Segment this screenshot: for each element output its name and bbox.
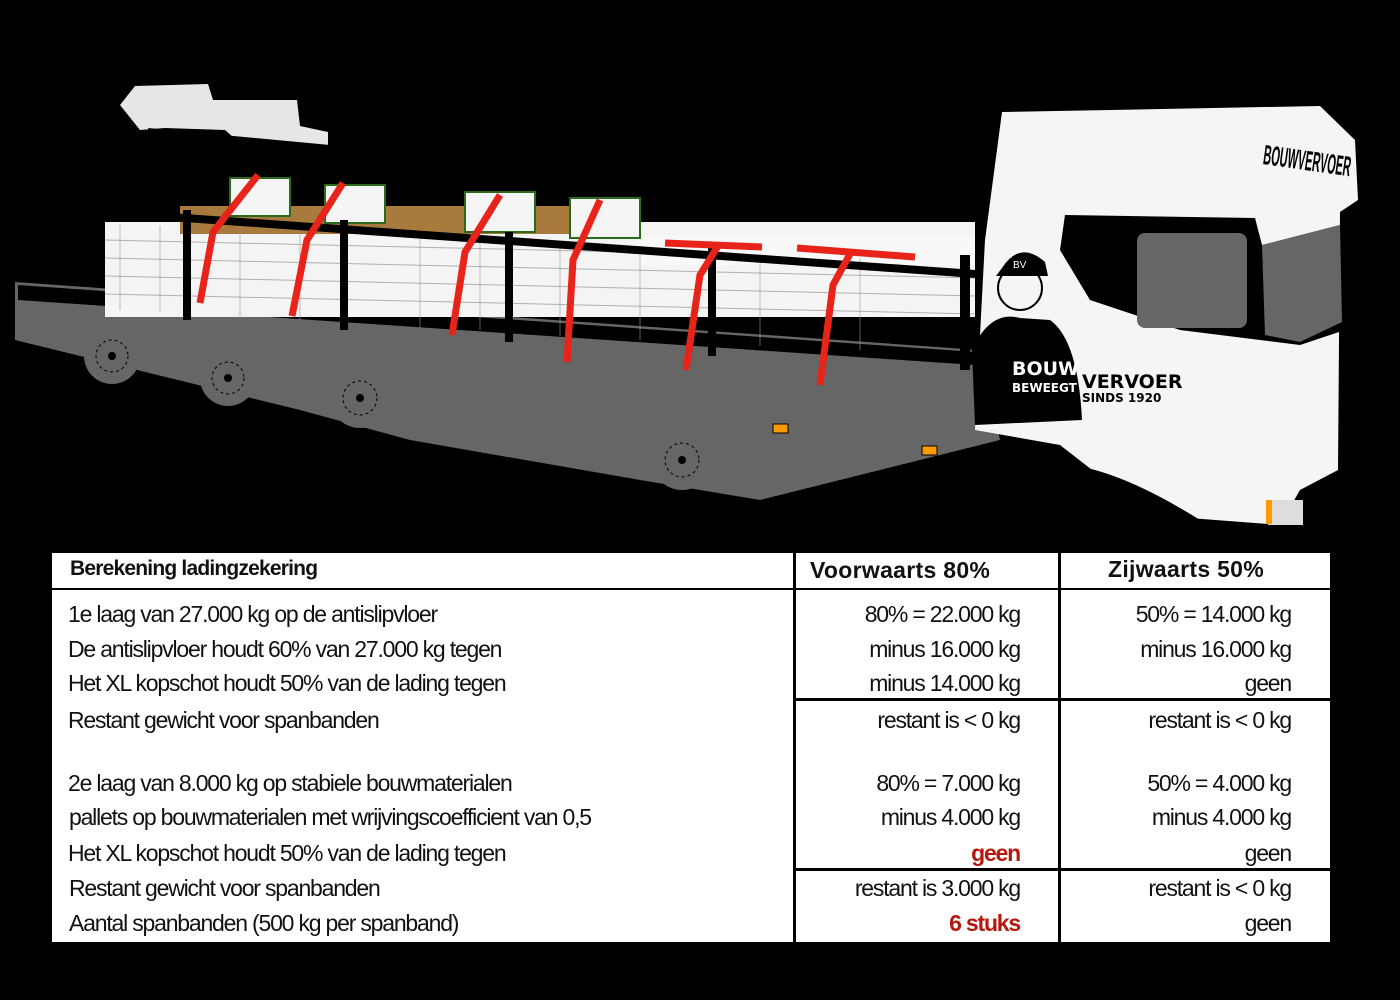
crane-icon — [120, 84, 360, 236]
sideways-value: 50% = 4.000 kg — [1147, 770, 1292, 796]
forward-value-highlight: geen — [971, 840, 1021, 866]
sideways-value: restant is < 0 kg — [1148, 707, 1292, 733]
row-label: Restant gewicht voor spanbanden — [69, 875, 381, 901]
sideways-value: 50% = 14.000 kg — [1135, 601, 1292, 627]
sideways-value: minus 4.000 kg — [1151, 804, 1292, 830]
sideways-value: geen — [1244, 670, 1293, 696]
row-label: pallets op bouwmaterialen met wrijvingsc… — [69, 804, 592, 830]
forward-value: 80% = 7.000 kg — [876, 770, 1021, 796]
strap-icons — [196, 172, 916, 386]
marker-light — [921, 445, 938, 456]
row-label: Het XL kopschot houdt 50% van de lading … — [68, 840, 507, 866]
marker-light — [772, 423, 789, 434]
row-label: De antislipvloer houdt 60% van 27.000 kg… — [68, 636, 502, 662]
calculation-table: Berekening ladingzekering Voorwaarts 80%… — [50, 551, 1332, 942]
chassis — [15, 282, 1000, 500]
forward-value: minus 14.000 kg — [869, 670, 1021, 696]
forward-value: 80% = 22.000 kg — [864, 601, 1021, 627]
row-label: 1e laag van 27.000 kg op de antislipvloe… — [68, 601, 438, 627]
strap-count-highlight: 6 stuks — [949, 910, 1021, 936]
col-header-sideways: Zijwaarts 50% — [1108, 556, 1265, 582]
forward-value: minus 16.000 kg — [869, 636, 1021, 662]
forward-value: restant is 3.000 kg — [854, 875, 1021, 901]
row-label: 2e laag van 8.000 kg op stabiele bouwmat… — [68, 770, 513, 796]
table-title: Berekening ladingzekering — [70, 557, 318, 580]
truck-illustration: BOUWVERVOER BV BOUW VERVOER BEWEEGT SIND… — [15, 84, 1358, 560]
row-label: Restant gewicht voor spanbanden — [68, 707, 380, 733]
svg-text:VERVOER: VERVOER — [1082, 371, 1183, 393]
row-label: Het XL kopschot houdt 50% van de lading … — [68, 670, 507, 696]
col-header-forward: Voorwaarts 80% — [810, 557, 991, 583]
svg-text:BV: BV — [1013, 260, 1027, 271]
truck-cab: BOUWVERVOER BV BOUW VERVOER BEWEEGT SIND… — [972, 106, 1358, 560]
svg-text:SINDS 1920: SINDS 1920 — [1082, 391, 1161, 405]
sideways-value: geen — [1244, 910, 1293, 936]
forward-value: restant is < 0 kg — [877, 707, 1021, 733]
row-label: Aantal spanbanden (500 kg per spanband) — [69, 910, 459, 936]
forward-value: minus 4.000 kg — [880, 804, 1021, 830]
sideways-value: restant is < 0 kg — [1148, 875, 1292, 901]
svg-text:BEWEEGT: BEWEEGT — [1012, 381, 1078, 395]
svg-text:BOUW: BOUW — [1012, 358, 1079, 380]
sideways-value: minus 16.000 kg — [1140, 636, 1292, 662]
sideways-value: geen — [1244, 840, 1293, 866]
